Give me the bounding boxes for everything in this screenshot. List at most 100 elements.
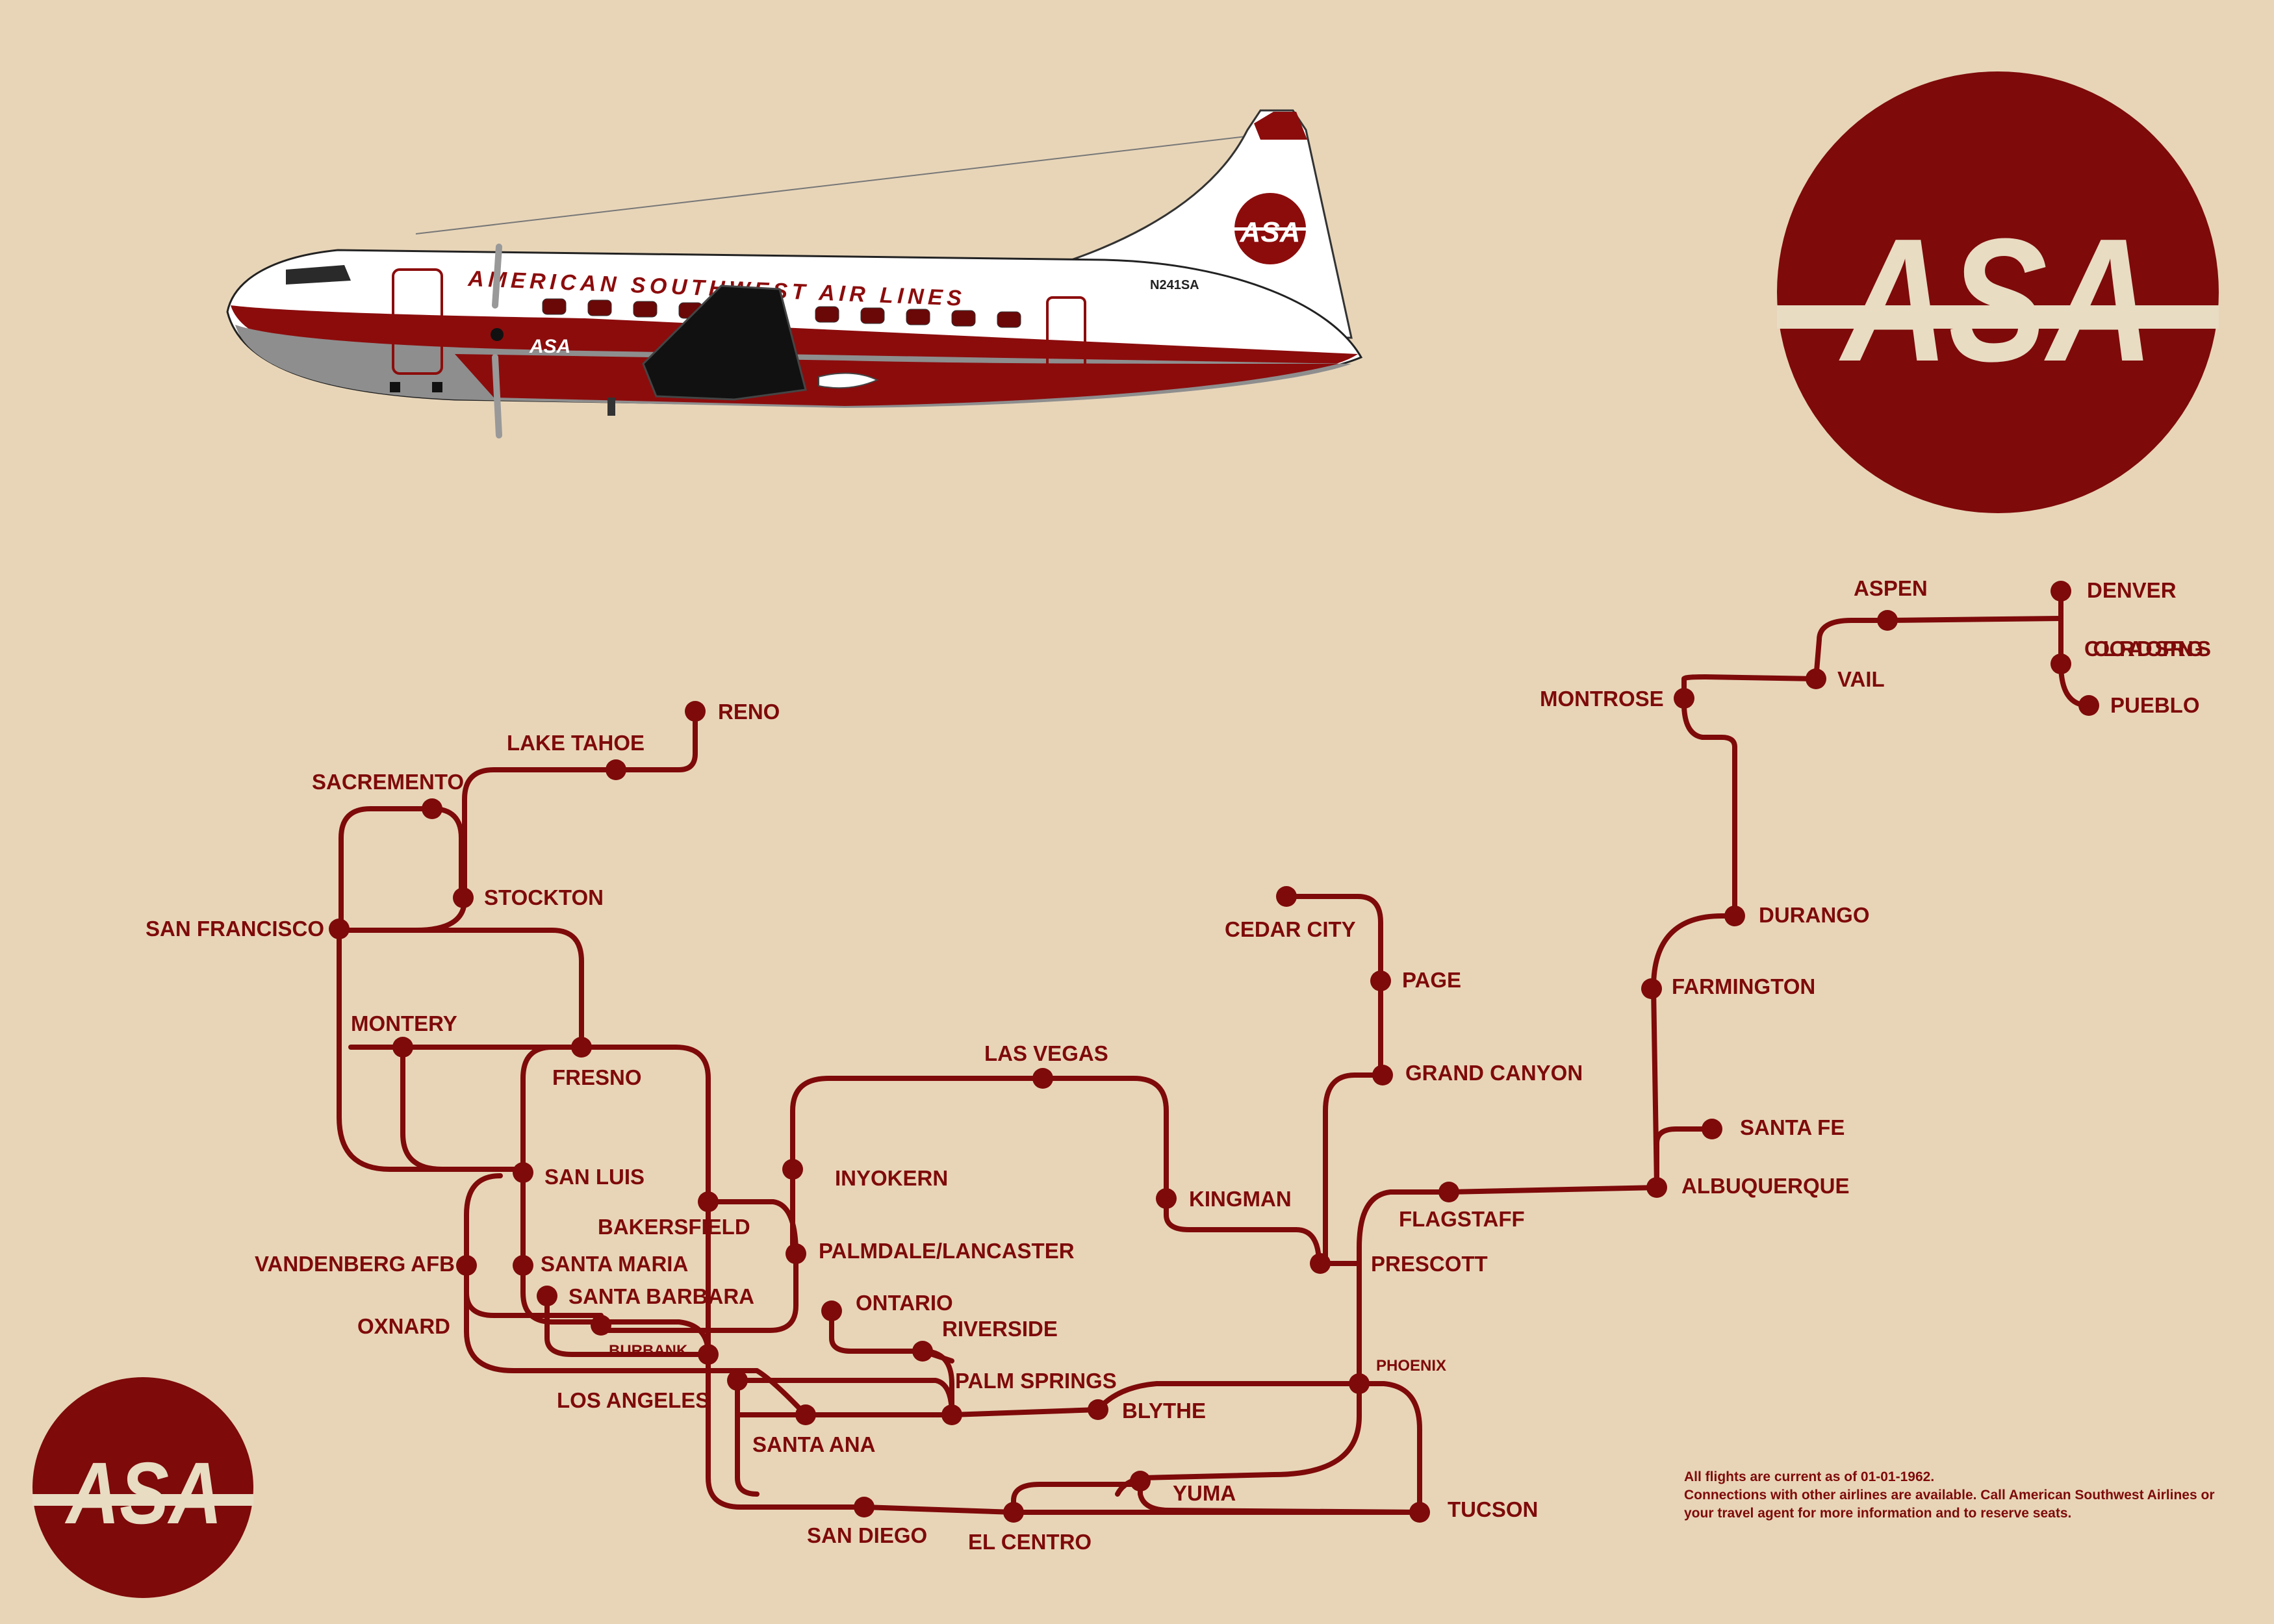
propeller: [492, 244, 502, 438]
stop-grand-canyon[interactable]: [1372, 1065, 1393, 1085]
stop-pueblo[interactable]: [2078, 695, 2099, 716]
stop-durango[interactable]: [1724, 906, 1745, 926]
label-vandenberg: VANDENBERG AFB: [255, 1252, 455, 1276]
label-phoenix: PHOENIX: [1376, 1357, 1446, 1375]
asa-logo-small: ASA: [32, 1377, 253, 1598]
label-san-luis: SAN LUIS: [544, 1165, 645, 1189]
label-san-diego: SAN DIEGO: [807, 1523, 927, 1547]
cockpit-windows: [286, 265, 351, 285]
label-fresno: FRESNO: [552, 1065, 642, 1089]
label-santa-ana: SANTA ANA: [752, 1432, 875, 1456]
stop-albuquerque[interactable]: [1646, 1177, 1667, 1198]
label-vail: VAIL: [1837, 667, 1885, 691]
label-cedar-city: CEDAR CITY: [1225, 917, 1356, 941]
label-grand-canyon: GRAND CANYON: [1405, 1061, 1583, 1085]
stop-sacramento[interactable]: [422, 798, 442, 819]
label-kingman: KINGMAN: [1189, 1187, 1292, 1211]
stop-los-angeles-2[interactable]: [727, 1370, 748, 1391]
nose-logo: ASA: [529, 336, 570, 357]
stop-san-diego[interactable]: [854, 1497, 875, 1517]
label-farmington: FARMINGTON: [1672, 974, 1815, 998]
stop-santa-maria[interactable]: [513, 1255, 533, 1276]
label-prescott: PRESCOTT: [1371, 1252, 1488, 1276]
stop-vandenberg[interactable]: [456, 1255, 477, 1276]
stop-colorado-springs[interactable]: [2050, 653, 2071, 674]
stop-palm-springs[interactable]: [941, 1404, 962, 1425]
stop-vail[interactable]: [1806, 668, 1826, 689]
stop-montrose[interactable]: [1674, 688, 1694, 709]
city-labels: RENO LAKE TAHOE SACREMENTO STOCKTON SAN …: [146, 576, 2211, 1554]
aircraft-illustration: ASA AMERICAN SOUTHWEST AIR LINES: [226, 109, 1363, 438]
label-sacramento: SACREMENTO: [312, 770, 464, 794]
stop-santa-ana[interactable]: [795, 1404, 816, 1425]
stop-kingman[interactable]: [1156, 1188, 1177, 1209]
stop-tucson[interactable]: [1409, 1502, 1430, 1523]
registration-mark: N241SA: [1150, 278, 1199, 292]
label-page: PAGE: [1402, 968, 1461, 992]
label-inyokern: INYOKERN: [835, 1166, 948, 1190]
label-denver: DENVER: [2087, 578, 2177, 602]
label-santa-fe: SANTA FE: [1740, 1115, 1845, 1139]
label-oxnard: OXNARD: [357, 1314, 450, 1338]
note-line-2: Connections with other airlines are avai…: [1684, 1488, 2215, 1503]
stop-bakersfield[interactable]: [698, 1191, 719, 1212]
label-blythe: BLYTHE: [1122, 1399, 1206, 1423]
label-pueblo: PUEBLO: [2110, 693, 2200, 717]
asa-logo-large: ASA: [1777, 71, 2219, 513]
label-bakersfield: BAKERSFIELD: [598, 1215, 750, 1239]
stop-los-angeles[interactable]: [698, 1344, 719, 1365]
stop-san-francisco[interactable]: [329, 919, 350, 939]
stop-blythe[interactable]: [1088, 1399, 1108, 1420]
stop-santa-fe[interactable]: [1702, 1119, 1722, 1139]
label-palmdale: PALMDALE/LANCASTER: [819, 1239, 1075, 1263]
label-las-vegas: LAS VEGAS: [984, 1041, 1108, 1065]
stop-stockton[interactable]: [453, 887, 474, 908]
stop-inyokern[interactable]: [782, 1159, 803, 1180]
stop-fresno[interactable]: [571, 1037, 592, 1058]
stop-santa-barbara[interactable]: [537, 1286, 557, 1306]
engine-nacelle: [642, 285, 807, 401]
label-stockton: STOCKTON: [484, 885, 604, 909]
note-line-1: All flights are current as of 01-01-1962…: [1684, 1469, 1935, 1484]
stop-aspen[interactable]: [1877, 610, 1898, 631]
stop-yuma[interactable]: [1130, 1471, 1151, 1491]
label-santa-barbara: SANTA BARBARA: [568, 1284, 754, 1308]
label-palm-springs: PALM SPRINGS: [955, 1369, 1117, 1393]
stop-lake-tahoe[interactable]: [606, 759, 626, 780]
stop-ontario[interactable]: [821, 1300, 842, 1321]
stop-farmington[interactable]: [1641, 978, 1662, 999]
label-durango: DURANGO: [1759, 903, 1870, 927]
stop-las-vegas[interactable]: [1032, 1068, 1053, 1089]
svg-text:ASA: ASA: [1240, 216, 1301, 248]
label-los-angeles: LOS ANGELES: [557, 1388, 709, 1412]
label-lake-tahoe: LAKE TAHOE: [507, 731, 645, 755]
label-tucson: TUCSON: [1448, 1497, 1538, 1521]
label-ontario: ONTARIO: [856, 1291, 953, 1315]
stop-page[interactable]: [1370, 971, 1391, 991]
stop-prescott[interactable]: [1310, 1253, 1331, 1274]
stop-palmdale[interactable]: [786, 1243, 806, 1264]
stop-reno[interactable]: [685, 701, 706, 722]
stop-burbank[interactable]: [591, 1315, 611, 1336]
label-santa-maria: SANTA MARIA: [541, 1252, 688, 1276]
rear-door: [1046, 296, 1086, 387]
stop-san-luis[interactable]: [513, 1162, 533, 1183]
label-flagstaff: FLAGSTAFF: [1399, 1207, 1525, 1231]
label-burbank: BURBANK: [609, 1342, 688, 1360]
stop-phoenix[interactable]: [1349, 1373, 1370, 1394]
note-line-3: your travel agent for more information a…: [1684, 1506, 2072, 1521]
stop-el-centro[interactable]: [1003, 1502, 1024, 1523]
label-riverside: RIVERSIDE: [942, 1317, 1058, 1341]
label-montrose: MONTROSE: [1540, 687, 1664, 711]
schedule-note: All flights are current as of 01-01-1962…: [1684, 1468, 2256, 1523]
label-colorado-springs: COLORADO SPRINGS: [2084, 637, 2211, 661]
route-lines: [337, 589, 2091, 1515]
stop-riverside[interactable]: [912, 1341, 933, 1362]
stop-montery[interactable]: [392, 1037, 413, 1058]
svg-text:ASA: ASA: [64, 1444, 222, 1542]
stop-denver[interactable]: [2050, 581, 2071, 602]
stop-flagstaff[interactable]: [1438, 1182, 1459, 1202]
stop-cedar-city[interactable]: [1276, 886, 1297, 907]
label-aspen: ASPEN: [1854, 576, 1928, 600]
